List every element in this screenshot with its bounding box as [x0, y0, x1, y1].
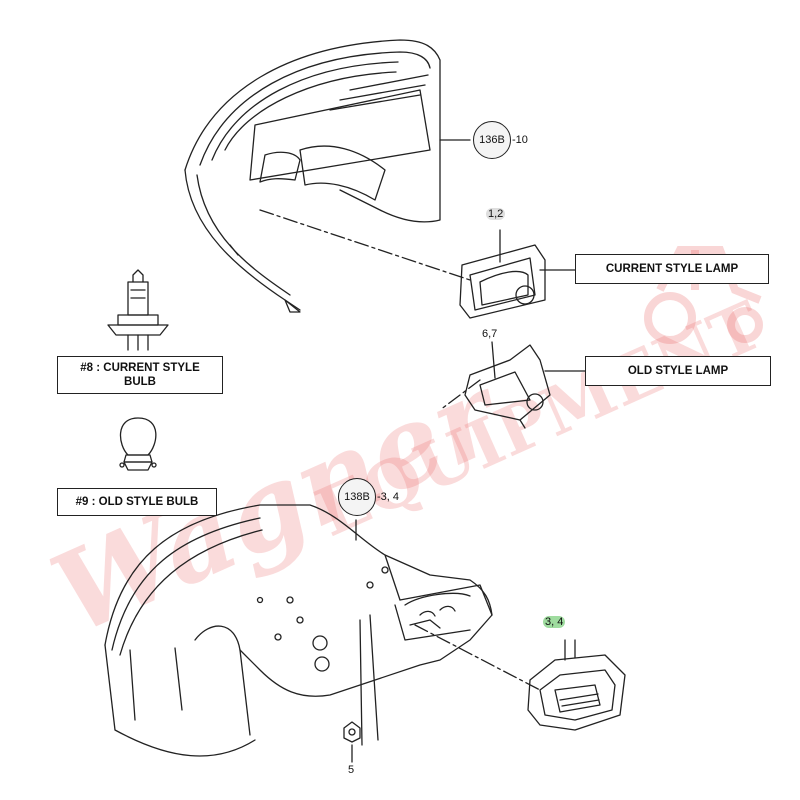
old-style-lamp-label: OLD STYLE LAMP: [585, 356, 771, 386]
old-style-bulb-drawing: [119, 417, 157, 471]
current-style-bulb-label-line1: #8 : CURRENT STYLE: [80, 362, 200, 374]
ref-138b-3-4: 138B-3, 4: [338, 478, 399, 516]
current-style-lamp-drawing: [459, 229, 546, 319]
part-number-tail-lamp: 3, 4: [543, 616, 566, 628]
ref-circle-136b: 136B: [473, 121, 511, 159]
ref-suffix-138b: -3, 4: [377, 491, 400, 503]
current-style-bulb-label: #8 : CURRENT STYLE BULB: [57, 356, 223, 394]
part-number-current-lamp: 1,2: [486, 208, 506, 220]
part-number-old-lamp: 6,7: [482, 328, 498, 340]
upper-fender: [184, 39, 471, 313]
ref-suffix-136b: -10: [512, 134, 528, 146]
current-style-bulb-label-line2: BULB: [124, 376, 156, 388]
lower-fender: [104, 504, 493, 757]
old-style-lamp-drawing: [464, 341, 551, 429]
ref-circle-138b: 138B: [338, 478, 376, 516]
part-number-nut: 5: [348, 764, 355, 776]
ref-136b-10: 136B-10: [473, 121, 528, 159]
old-style-bulb-label: #9 : OLD STYLE BULB: [57, 488, 217, 516]
nut-drawing: [343, 721, 361, 763]
current-style-lamp-label: CURRENT STYLE LAMP: [575, 254, 769, 284]
assembly-lines-lower: [414, 624, 541, 691]
current-style-bulb-drawing: [107, 269, 169, 351]
assembly-lines-upper: [259, 209, 481, 411]
tail-lamp-drawing: [527, 639, 626, 731]
